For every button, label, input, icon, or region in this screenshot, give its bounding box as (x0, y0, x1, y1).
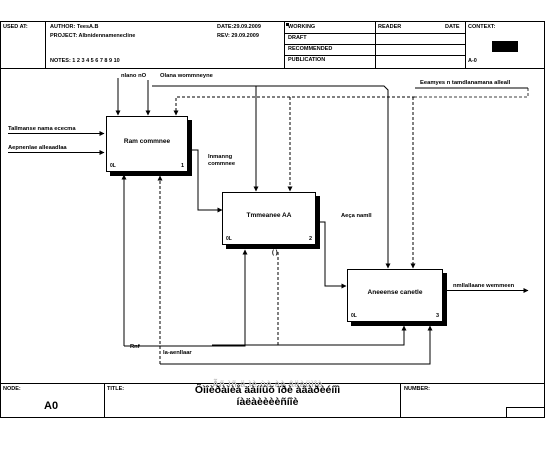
activity-box-2-num: 2 (308, 236, 312, 242)
diagram-title-line-1: Õìîèðàìèå äàííûõ ïðè àâàðèéíîì (194, 384, 341, 396)
node-value: A0 (44, 400, 59, 412)
input-label-1: Tallmanse nama ececma (8, 126, 76, 132)
activity-box-1-ref: 0L (110, 163, 116, 169)
activity-box-2[interactable]: Tmmeanee AA 0L 2 (222, 192, 316, 245)
activity-box-1-name: Ram commnee (123, 137, 171, 145)
box1-output-label: Inmanng commnee (208, 154, 236, 167)
context-block (492, 41, 518, 52)
status-draft: DRAFT (288, 35, 307, 41)
date2-label: DATE (445, 24, 460, 30)
activity-box-1[interactable]: Ram commnee 0L 1 (106, 116, 188, 172)
date-field: DATE:29.09.2009 (217, 24, 261, 30)
title-label: TITLE: (107, 386, 125, 392)
activity-box-2-ref: 0L (226, 236, 232, 242)
status-recommended: RECOMMENDED (288, 46, 333, 52)
control-label-2: Olana wommneyne (160, 73, 213, 79)
reader-label: READER (378, 24, 402, 30)
activity-box-3-name: Aneeense canetle (367, 289, 423, 297)
status-publication: PUBLICATION (288, 57, 326, 63)
context-label: CONTEXT: (468, 24, 496, 30)
input-label-2: Aepnenlae alleaadlaa (8, 145, 67, 151)
notes-field: NOTES: 1 2 3 4 5 6 7 8 9 10 (50, 58, 120, 64)
project-field: PROJECT: Albnidennamenecline (50, 33, 136, 39)
diagram-title: Õìîèðàìèå äàííûõ ïðè àâàðèéíîì íàëàèèèèñ… (150, 384, 385, 408)
number-label: NUMBER: (404, 386, 430, 392)
title-ghost-text: Ã­ñ ìñ ä ìè ùè àà âäàüìîè (212, 379, 323, 389)
activity-box-1-num: 1 (180, 163, 184, 169)
activity-box-3-ref: 0L (351, 313, 357, 319)
box3-output-label: nmllallaane wemmeen (453, 283, 515, 289)
control-label-3: Eeamyes n tamdlanamana alleall (420, 80, 511, 86)
status-working: WORKING (288, 24, 316, 30)
activity-box-2-name: Tmmeanee AA (246, 212, 292, 220)
used-at-label: USED AT: (3, 24, 28, 30)
diagram-title-line-2: íàëàèèèèñíîè (236, 396, 299, 408)
node-label: NODE: (3, 386, 21, 392)
control-label-1: nlano nO (121, 73, 147, 79)
context-node: A-0 (468, 58, 477, 64)
mechanism-label-2: la-aenllaar (163, 350, 192, 356)
activity-box-3[interactable]: Aneeense canetle 0L 3 (347, 269, 443, 322)
activity-box-3-num: 3 (435, 313, 439, 319)
tunnel-marker: ( ) (272, 250, 278, 256)
rev-field: REV: 29.09.2009 (217, 33, 259, 39)
author-field: AUTHOR: TeesA.B (50, 24, 99, 30)
mechanism-label-1: Rnf (130, 344, 140, 350)
box2-output-label: Aeça namll (341, 213, 372, 219)
